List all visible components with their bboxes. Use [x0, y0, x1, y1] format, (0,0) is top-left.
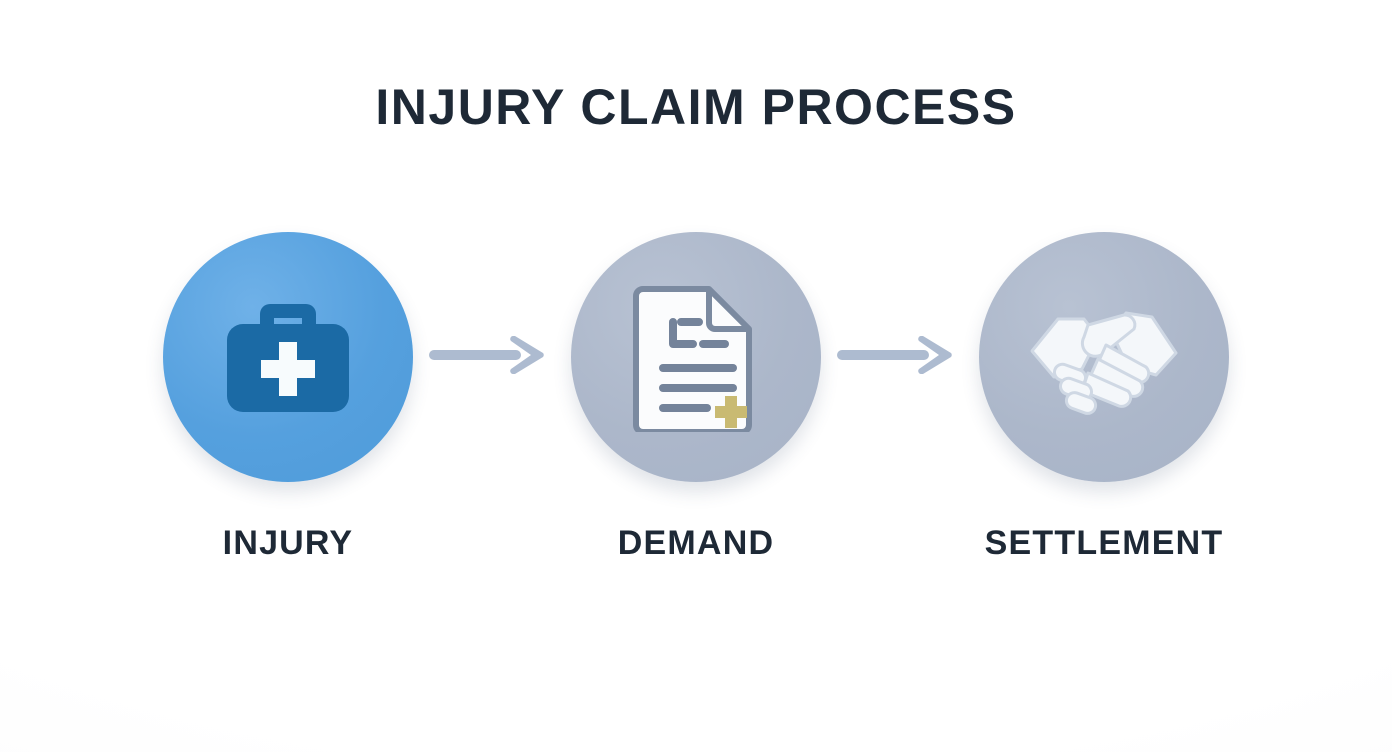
- process-step-settlement[interactable]: SETTLEMENT: [976, 232, 1232, 563]
- step-icon-circle-settlement: [979, 232, 1229, 482]
- step-label-demand: DEMAND: [617, 524, 775, 562]
- process-flow: INJURY: [0, 232, 1392, 582]
- arrow-demand-to-settlement: [824, 332, 976, 378]
- arrow-injury-to-demand: [416, 332, 568, 378]
- first-aid-kit-icon: [223, 298, 353, 416]
- step-label-settlement: SETTLEMENT: [984, 524, 1224, 562]
- demand-letter-document-icon: [633, 282, 759, 432]
- handshake-icon: [1028, 297, 1180, 417]
- process-step-demand[interactable]: DEMAND: [568, 232, 824, 563]
- step-icon-circle-injury: [163, 232, 413, 482]
- step-icon-circle-demand: [571, 232, 821, 482]
- page-title: INJURY CLAIM PROCESS: [375, 79, 1017, 135]
- step-label-injury: INJURY: [222, 524, 354, 562]
- process-step-injury[interactable]: INJURY: [160, 232, 416, 563]
